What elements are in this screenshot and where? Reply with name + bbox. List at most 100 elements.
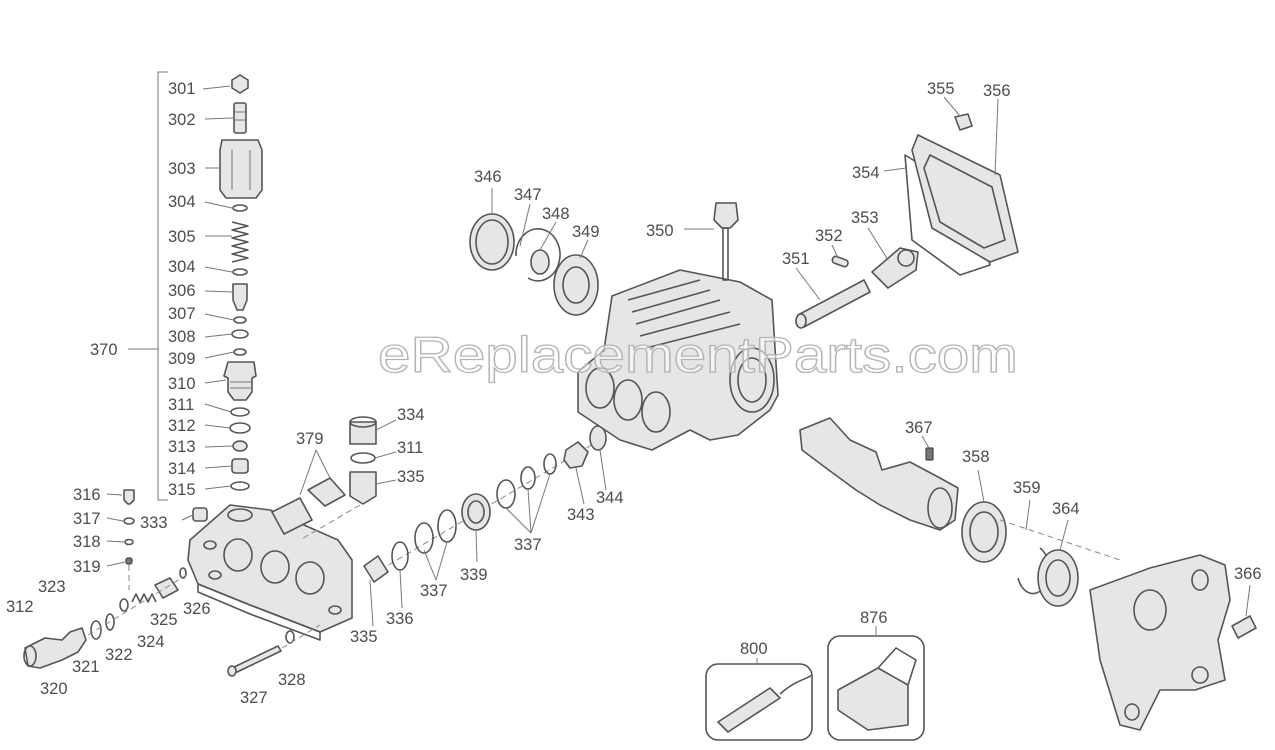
callout-314: 314: [168, 460, 196, 478]
part-334-cap[interactable]: [349, 421, 377, 445]
part-crankshaft[interactable]: [799, 417, 959, 531]
part-313-check-valve[interactable]: [232, 440, 248, 452]
callout-313: 313: [168, 438, 196, 456]
part-309-washer[interactable]: [233, 348, 247, 356]
part-305-spring[interactable]: [231, 221, 249, 263]
callout-343: 343: [567, 506, 595, 524]
part-333-plug[interactable]: [192, 507, 208, 522]
callout-311: 311: [168, 396, 194, 414]
part-325-check-valve[interactable]: [154, 577, 179, 599]
part-318-oring[interactable]: [124, 538, 134, 546]
part-335-valve-top[interactable]: [349, 471, 377, 505]
part-379-fitting-a[interactable]: [271, 497, 313, 535]
callout-310: 310: [168, 375, 196, 393]
callout-337: 337: [514, 536, 542, 554]
callout-316: 316: [73, 486, 101, 504]
part-337-seal-c[interactable]: [496, 479, 516, 509]
part-304-washer[interactable]: [232, 204, 248, 212]
part-336-oring[interactable]: [391, 541, 409, 571]
callout-306: 306: [168, 282, 196, 300]
part-320-outlet-fitting[interactable]: [24, 627, 87, 669]
part-343-nut[interactable]: [563, 441, 589, 469]
part-315-oring[interactable]: [230, 481, 250, 491]
part-317-washer[interactable]: [123, 517, 135, 525]
part-327-bolt[interactable]: [231, 645, 282, 674]
part-322-washer[interactable]: [105, 613, 115, 631]
callout-364: 364: [1052, 500, 1080, 518]
callout-304: 304: [168, 258, 196, 276]
part-314-seat[interactable]: [231, 458, 249, 474]
part-310-valve-body[interactable]: [223, 361, 257, 401]
part-337-seal-d[interactable]: [520, 466, 536, 490]
callout-359: 359: [1013, 479, 1041, 497]
part-352-pin[interactable]: [831, 255, 849, 268]
callout-336: 336: [386, 610, 414, 628]
part-800-box[interactable]: [705, 663, 813, 741]
part-326-oring[interactable]: [179, 567, 187, 579]
part-crankcase[interactable]: [577, 269, 779, 451]
part-328-washer[interactable]: [285, 630, 295, 644]
callout-302: 302: [168, 111, 196, 129]
part-303-unloader-body[interactable]: [219, 139, 263, 199]
callout-346: 346: [474, 168, 502, 186]
part-351-shaft[interactable]: [797, 279, 871, 328]
callout-327: 327: [240, 689, 268, 707]
callout-352: 352: [815, 227, 843, 245]
part-304-washer-lower[interactable]: [232, 268, 248, 276]
bearing-parts: [469, 96, 1019, 329]
part-364-oil-seal[interactable]: [1037, 549, 1079, 607]
callout-347: 347: [514, 186, 542, 204]
part-356-rear-cover[interactable]: [911, 134, 1019, 263]
part-311-oring-b[interactable]: [350, 452, 376, 464]
callout-317: 317: [73, 510, 101, 528]
part-335-valve-bottom[interactable]: [363, 555, 389, 583]
callout-876: 876: [860, 609, 888, 627]
callout-322: 322: [105, 646, 133, 664]
callout-370: 370: [90, 341, 118, 359]
callout-351: 351: [782, 250, 810, 268]
manifold-parts: [23, 416, 397, 677]
callout-307: 307: [168, 305, 196, 323]
part-353-connecting-rod[interactable]: [871, 247, 919, 289]
callout-337: 337: [420, 582, 448, 600]
part-339-seal-retainer[interactable]: [461, 493, 491, 531]
part-302-screw[interactable]: [233, 102, 247, 134]
part-348-seal[interactable]: [530, 249, 550, 275]
part-366-bolt[interactable]: [1231, 615, 1257, 639]
part-337-seal-b[interactable]: [437, 509, 457, 543]
callout-325: 325: [150, 611, 178, 629]
part-311-oring[interactable]: [230, 407, 250, 417]
part-324-spring[interactable]: [131, 593, 157, 603]
part-307-ring[interactable]: [233, 316, 247, 324]
callout-335: 335: [350, 628, 378, 646]
part-301-cap-nut[interactable]: [231, 74, 249, 94]
callout-335: 335: [397, 468, 425, 486]
part-316-plug[interactable]: [123, 489, 135, 505]
part-319-ball[interactable]: [125, 557, 133, 565]
part-306-piston[interactable]: [232, 283, 248, 311]
callout-304: 304: [168, 193, 196, 211]
callout-318: 318: [73, 533, 101, 551]
watermark-text: eReplacementParts.com: [378, 327, 1018, 383]
part-350-dipstick[interactable]: [713, 202, 739, 229]
part-337-seal-a[interactable]: [414, 522, 434, 554]
piston-seal-parts: [363, 425, 607, 627]
callout-303: 303: [168, 160, 196, 178]
part-349-bearing[interactable]: [553, 254, 599, 316]
part-358-bearing[interactable]: [961, 501, 1007, 563]
part-mounting-flange[interactable]: [1089, 554, 1231, 731]
part-337-seal-e[interactable]: [543, 453, 557, 475]
callout-367: 367: [905, 419, 933, 437]
crankshaft-parts: [799, 417, 1257, 731]
part-321-oring[interactable]: [90, 620, 102, 640]
part-312-oring[interactable]: [229, 422, 251, 434]
part-367-key[interactable]: [925, 447, 934, 461]
part-355-screw[interactable]: [954, 113, 973, 131]
part-323-oring[interactable]: [119, 598, 129, 612]
part-308-oring[interactable]: [231, 329, 249, 339]
callout-301: 301: [168, 80, 196, 98]
part-379-fitting-b[interactable]: [307, 477, 346, 507]
callout-319: 319: [73, 558, 101, 576]
callout-308: 308: [168, 328, 196, 346]
